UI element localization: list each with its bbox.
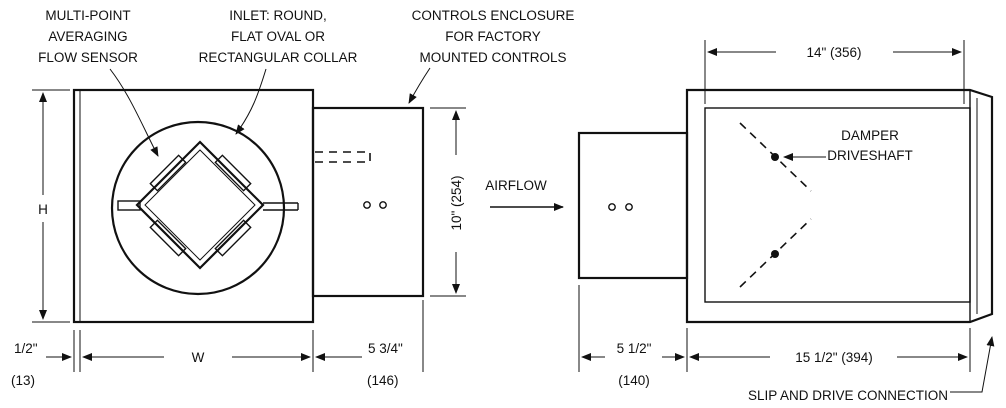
bottom-dimensions-side: 5 1/2" (140) 15 1/2" (394) bbox=[578, 285, 971, 388]
sensor-callout: MULTI-POINT AVERAGING FLOW SENSOR bbox=[38, 8, 159, 157]
airflow-label: AIRFLOW bbox=[485, 178, 547, 193]
inlet-collar bbox=[110, 120, 286, 296]
inlet-label-2: FLAT OVAL OR bbox=[231, 29, 325, 44]
flow-sensor-icon bbox=[117, 140, 299, 270]
enclosure-knockout-1 bbox=[363, 201, 371, 209]
driveshaft-upper bbox=[771, 153, 779, 161]
overall-length-label: 15 1/2" (394) bbox=[795, 350, 873, 365]
driveshaft-lower bbox=[771, 250, 779, 258]
top-length-dimension: 14" (356) bbox=[704, 40, 965, 104]
slip-drive-callout: SLIP AND DRIVE CONNECTION bbox=[748, 336, 995, 403]
side-enclosure-inch-label: 5 1/2" bbox=[617, 341, 652, 356]
inlet-label-3: RECTANGULAR COLLAR bbox=[199, 50, 358, 65]
side-knockout-2 bbox=[625, 203, 633, 211]
enclosure-label-3: MOUNTED CONTROLS bbox=[419, 50, 566, 65]
sensor-label-3: FLOW SENSOR bbox=[38, 50, 138, 65]
controls-enclosure-front bbox=[311, 106, 425, 298]
enclosure-depth-mm-label: (146) bbox=[367, 373, 399, 388]
front-view: H 10" (254) 1/2" (13) W 5 3/4" (146) bbox=[11, 8, 574, 388]
controls-enclosure-side bbox=[577, 131, 689, 280]
side-view: DAMPER DRIVESHAFT 14" (356) 5 1/2" (140)… bbox=[577, 40, 995, 403]
bottom-dimensions-front: 1/2" (13) W 5 3/4" (146) bbox=[11, 300, 424, 388]
sensor-label-1: MULTI-POINT bbox=[45, 8, 130, 23]
enclosure-callout: CONTROLS ENCLOSURE FOR FACTORY MOUNTED C… bbox=[408, 8, 575, 104]
sensor-label-2: AVERAGING bbox=[48, 29, 127, 44]
enclosure-label-1: CONTROLS ENCLOSURE bbox=[412, 8, 575, 23]
slip-drive-label: SLIP AND DRIVE CONNECTION bbox=[748, 388, 948, 403]
damper-callout: DAMPER DRIVESHAFT bbox=[783, 128, 913, 163]
damper-blades bbox=[739, 122, 812, 288]
enclosure-hidden-lines bbox=[315, 151, 371, 163]
damper-label-1: DAMPER bbox=[841, 128, 899, 143]
side-knockout-1 bbox=[608, 203, 616, 211]
height-dimension: H bbox=[32, 89, 70, 323]
top-length-label: 14" (356) bbox=[806, 45, 861, 60]
unit-casing-front bbox=[72, 88, 315, 324]
enclosure-height-label: 10" (254) bbox=[449, 175, 464, 230]
flange-mm-label: (13) bbox=[11, 373, 35, 388]
flange-inch-label: 1/2" bbox=[14, 341, 38, 356]
unit-casing-side bbox=[685, 88, 994, 324]
side-enclosure-mm-label: (140) bbox=[618, 373, 650, 388]
access-panel bbox=[704, 107, 971, 303]
enclosure-height-dimension: 10" (254) bbox=[430, 107, 466, 297]
enclosure-label-2: FOR FACTORY bbox=[445, 29, 541, 44]
height-label: H bbox=[38, 202, 48, 217]
enclosure-depth-inch-label: 5 3/4" bbox=[368, 341, 403, 356]
damper-label-2: DRIVESHAFT bbox=[827, 148, 913, 163]
airflow-indicator: AIRFLOW bbox=[485, 178, 564, 211]
inlet-callout: INLET: ROUND, FLAT OVAL OR RECTANGULAR C… bbox=[199, 8, 358, 135]
inlet-label-1: INLET: ROUND, bbox=[229, 8, 327, 23]
width-label: W bbox=[192, 350, 205, 365]
enclosure-knockout-2 bbox=[379, 201, 387, 209]
